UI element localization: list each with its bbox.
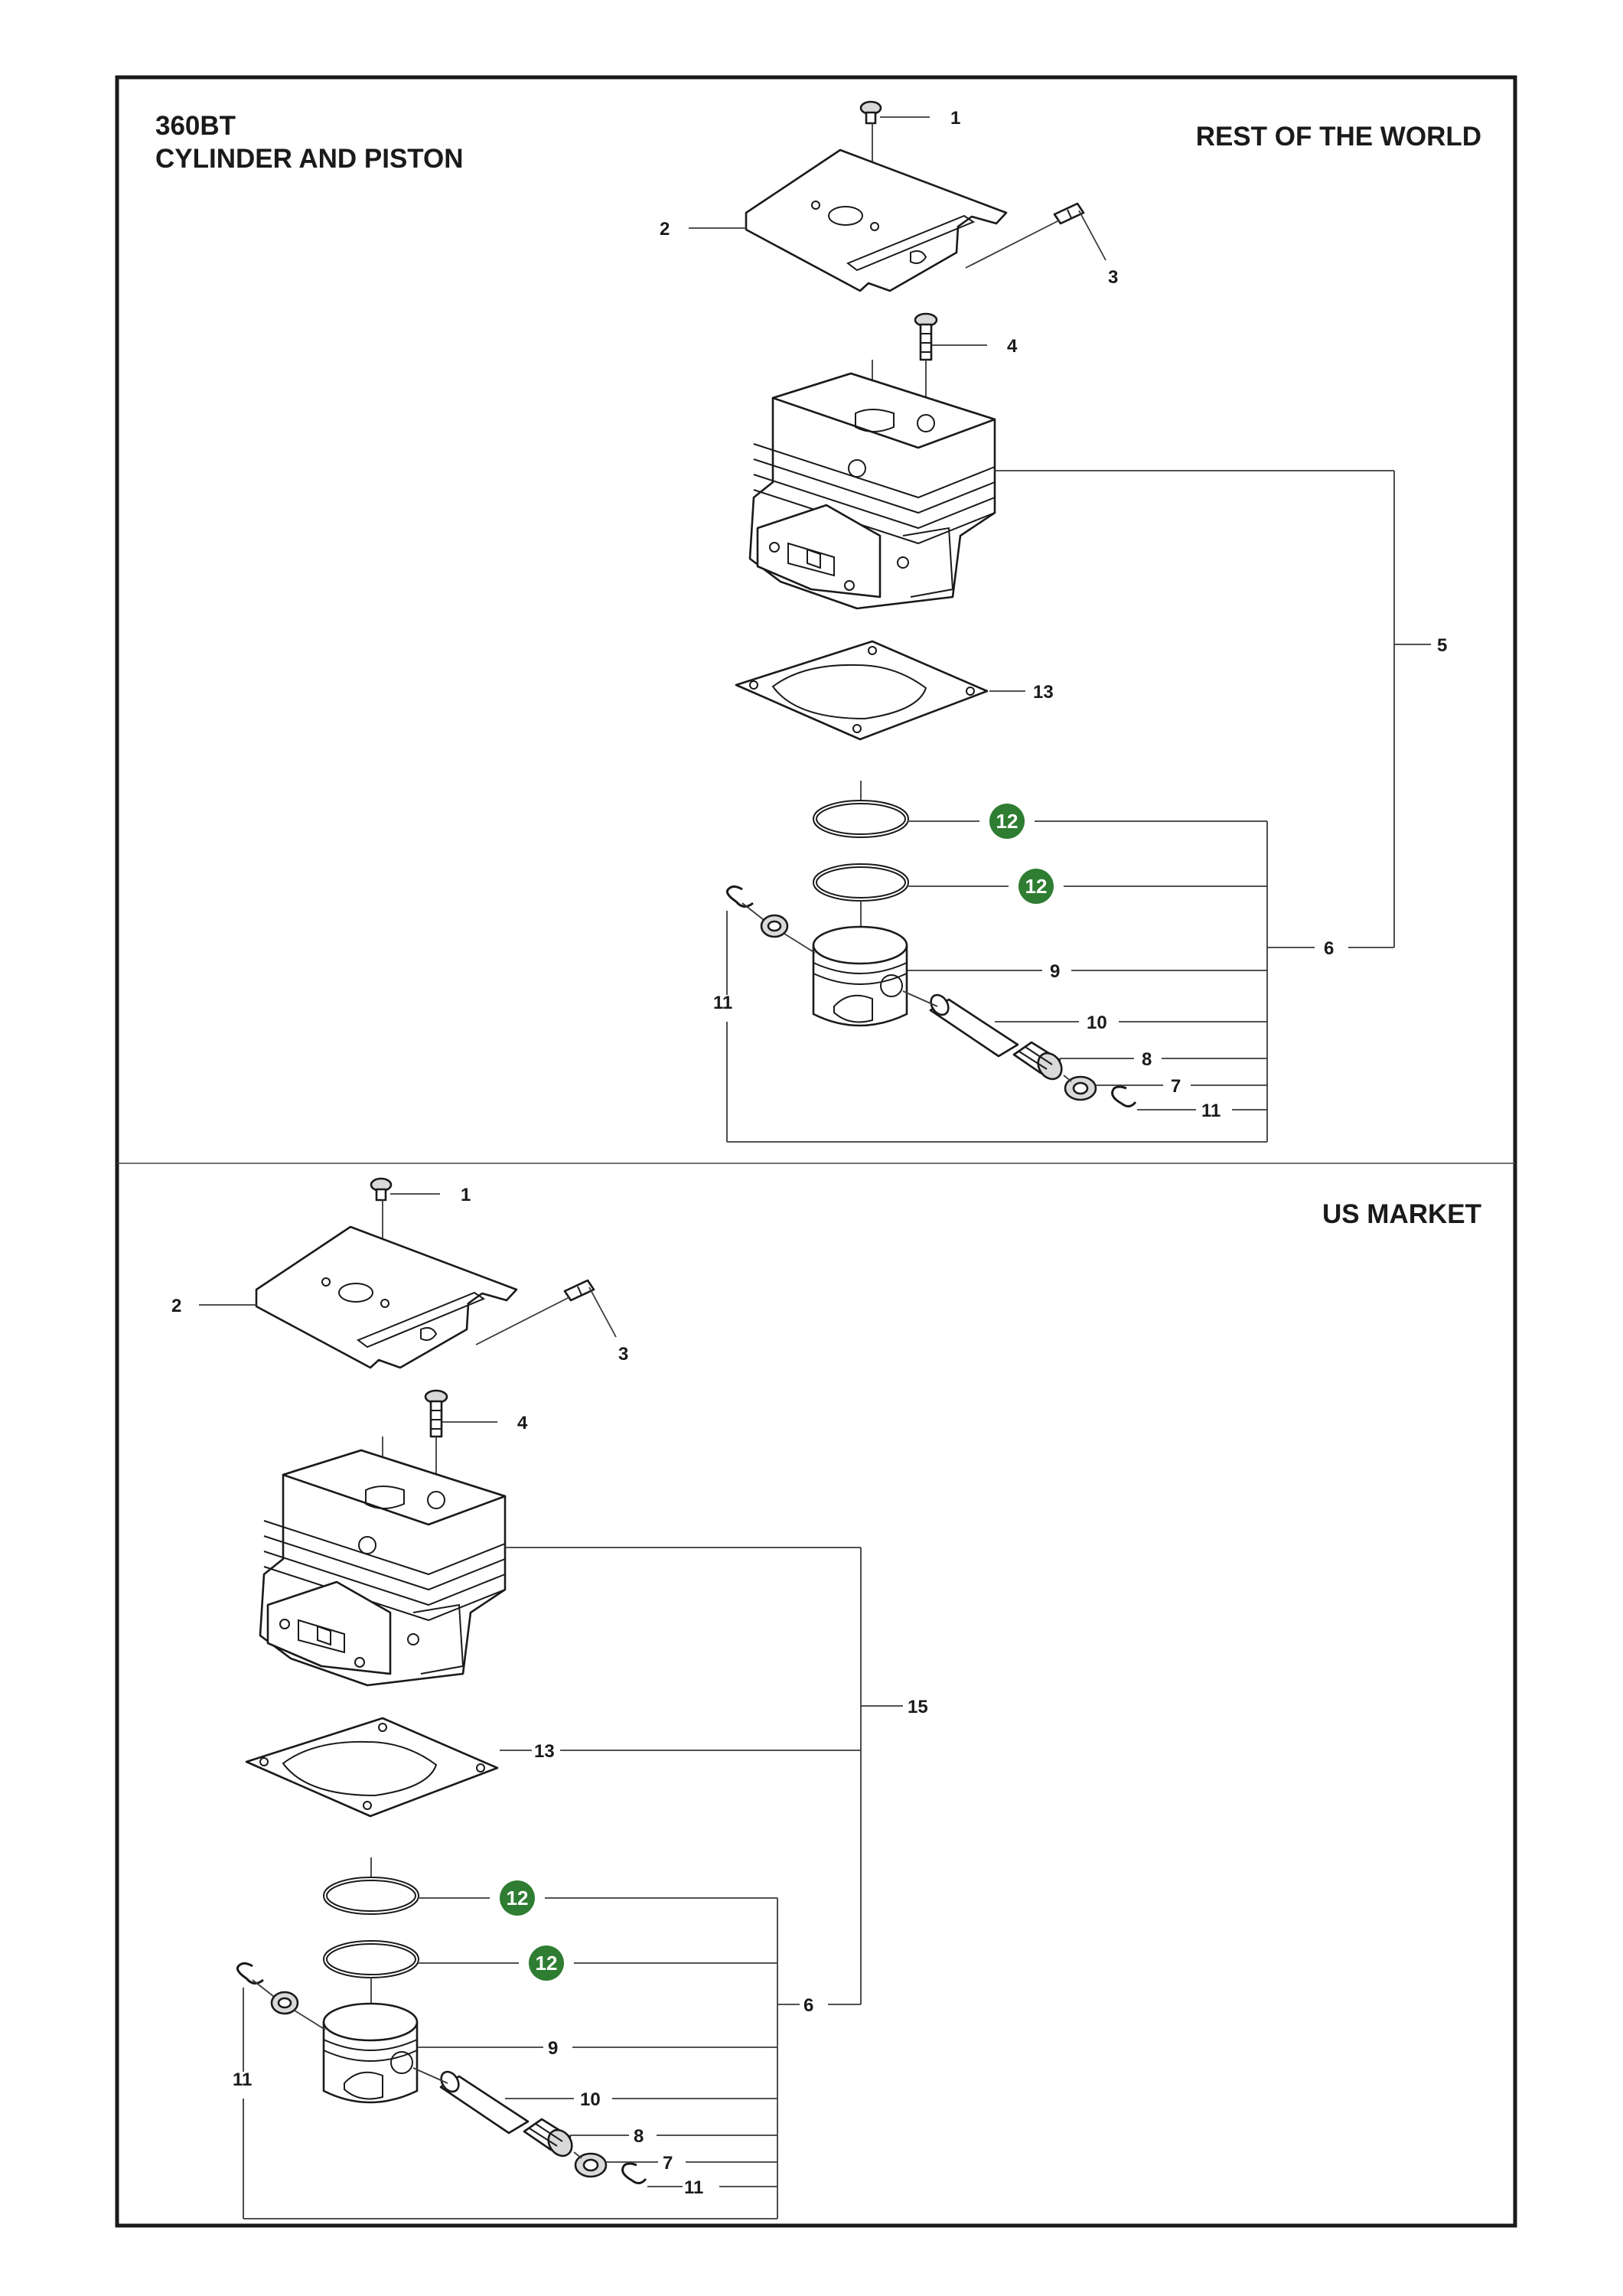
callout-11-right: 11 (1201, 1101, 1221, 1121)
sheet-frame (115, 75, 1517, 2228)
callout-7: 7 (1171, 1076, 1181, 1097)
region-label: REST OF THE WORLD (1196, 122, 1481, 152)
callout-1: 1 (461, 1185, 471, 1205)
callout-4: 4 (1007, 336, 1018, 357)
piston-ring-part-12-upper (813, 800, 909, 838)
cylinder-assembly-drawing (725, 100, 1137, 1107)
diagram-subtitle: CYLINDER AND PISTON (155, 144, 464, 174)
callout-9: 9 (1050, 961, 1060, 982)
callout-5: 5 (1437, 635, 1447, 656)
section-rest-of-world: REST OF THE WORLD (660, 100, 1481, 1143)
svg-text:12: 12 (507, 1887, 529, 1910)
callout-10: 10 (1087, 1013, 1107, 1033)
callout-11-left: 11 (233, 2069, 252, 2090)
piston-part-9 (812, 925, 908, 1027)
callout-11-right: 11 (684, 2177, 703, 2198)
gasket-part-13 (735, 640, 989, 741)
callout-13: 13 (534, 1741, 555, 1762)
callout-2: 2 (660, 219, 670, 240)
callout-3: 3 (1108, 267, 1118, 288)
callout-2: 2 (171, 1296, 181, 1316)
callout-12-upper: 12 (500, 1880, 535, 1916)
callout-8: 8 (634, 2126, 644, 2147)
circlip-part-11-left (725, 885, 754, 908)
callout-3: 3 (618, 1344, 628, 1365)
callout-15: 15 (908, 1697, 928, 1717)
region-label: US MARKET (1322, 1199, 1481, 1229)
washer-part-7 (1064, 1075, 1097, 1101)
callout-8: 8 (1142, 1049, 1152, 1070)
callout-6: 6 (1324, 938, 1334, 959)
model-title: 360BT (155, 111, 236, 141)
cover-plate-rib (846, 214, 976, 272)
callout-12-lower: 12 (1018, 869, 1054, 904)
svg-text:12: 12 (536, 1952, 558, 1975)
callout-13: 13 (1033, 682, 1054, 703)
section-us-market: US MARKET (171, 1177, 1481, 2219)
callout-10: 10 (580, 2089, 601, 2110)
callout-9: 9 (548, 2038, 558, 2059)
callout-12-lower: 12 (529, 1945, 564, 1981)
washer-left (760, 914, 789, 938)
svg-text:12: 12 (996, 810, 1018, 833)
callout-4: 4 (517, 1413, 528, 1433)
pin-leader (965, 220, 1060, 269)
callout-7: 7 (663, 2153, 673, 2174)
piston-pin-part-10 (929, 993, 1019, 1058)
callout-11-left: 11 (713, 993, 732, 1013)
bolt-part-4 (914, 312, 938, 361)
circlip-part-11-right (1111, 1085, 1137, 1107)
callout-1: 1 (950, 108, 960, 129)
callout-6: 6 (803, 1995, 813, 2016)
callout-leaders (689, 116, 1431, 1143)
piston-ring-part-12-lower (813, 863, 909, 902)
cover-plate-hole (828, 206, 863, 226)
cover-plate-part-2 (745, 148, 1008, 292)
callout-12-upper: 12 (989, 804, 1025, 839)
cylinder-assembly-drawing-us (199, 1177, 903, 2219)
screw-part-1 (859, 100, 882, 125)
svg-text:12: 12 (1025, 875, 1048, 898)
needle-bearing-part-8 (1012, 1041, 1063, 1081)
cylinder-block (748, 372, 996, 610)
